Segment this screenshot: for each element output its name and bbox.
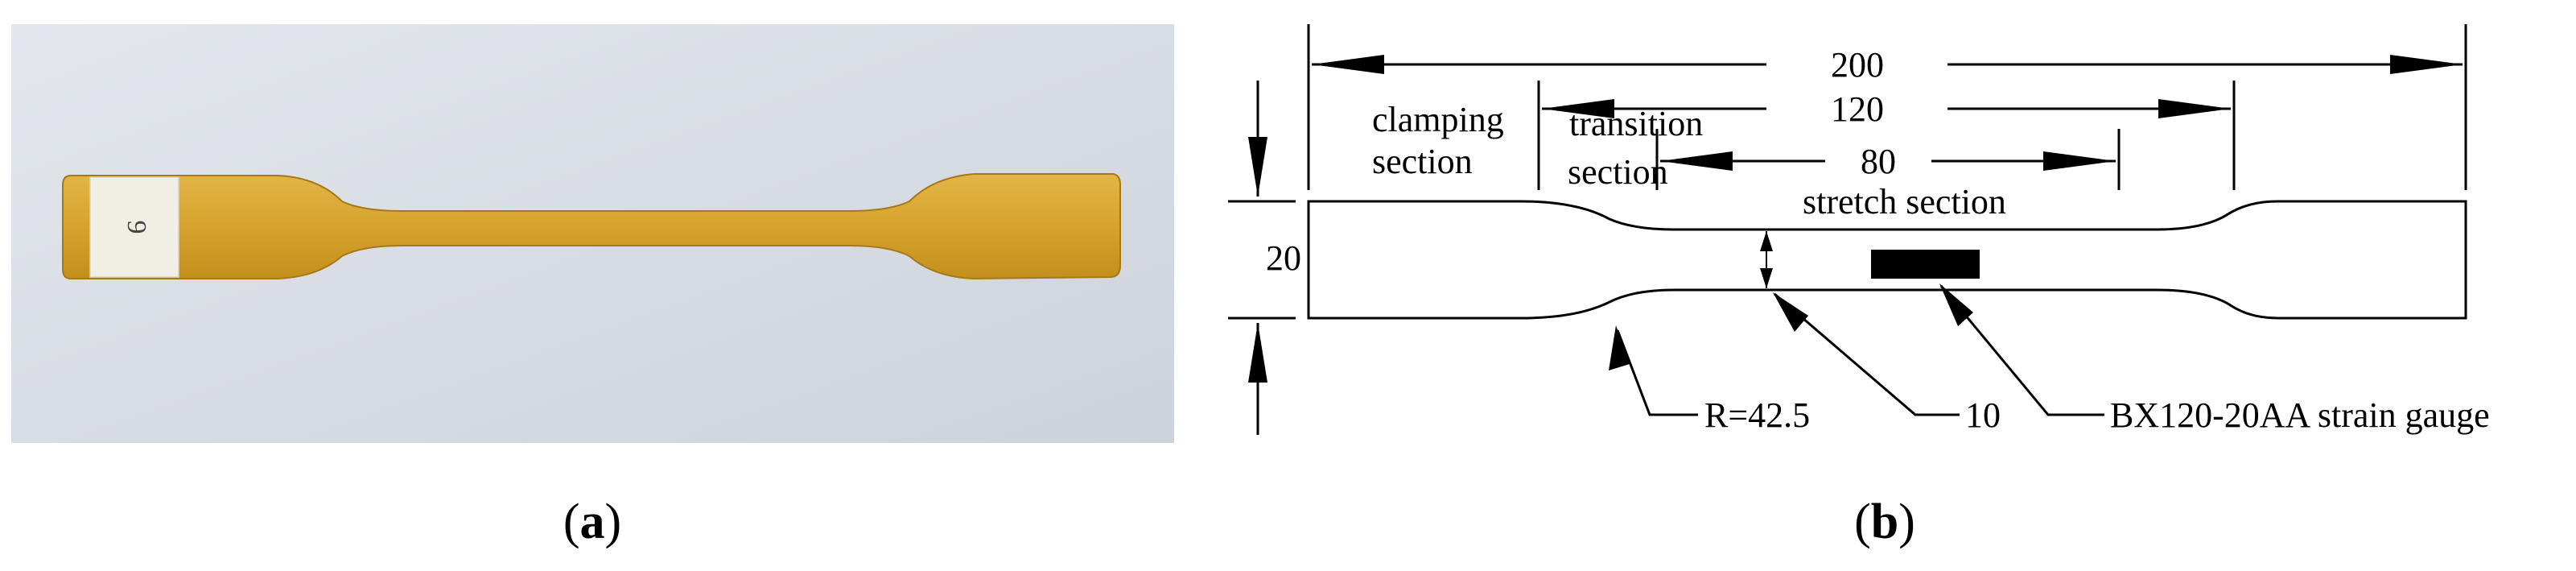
specimen-outline — [1307, 200, 2467, 320]
specimen-tag-number: 9 — [122, 221, 151, 234]
label-clamping-1: clamping — [1372, 100, 1504, 139]
label-clamping-2: section — [1372, 142, 1473, 181]
dim-label-80: 80 — [1861, 142, 1896, 181]
label-transition-2: section — [1568, 152, 1668, 192]
caption-b-letter: b — [1871, 494, 1898, 549]
caption-a: (a) — [563, 494, 621, 549]
panel-b — [1228, 24, 2467, 435]
dim-label-200: 200 — [1831, 45, 1884, 85]
leader-gauge — [1939, 285, 2104, 416]
caption-a-letter: a — [580, 494, 605, 549]
panel-a: 9 — [11, 24, 1174, 443]
label-stretch: stretch section — [1803, 182, 2006, 221]
label-strain-gauge: BX120-20AA strain gauge — [2110, 395, 2490, 435]
specimen-body — [62, 173, 1121, 280]
label-transition-1: transition — [1569, 104, 1703, 143]
arrowheads — [1248, 55, 2463, 383]
dim-label-120: 120 — [1831, 89, 1884, 129]
label-radius: R=42.5 — [1704, 395, 1810, 435]
strain-gauge — [1871, 250, 1980, 279]
leader-radius — [1616, 329, 1698, 416]
caption-b: (b) — [1854, 494, 1915, 549]
dim-label-20: 20 — [1266, 238, 1301, 278]
specimen-tag — [89, 176, 179, 278]
leader-neck — [1774, 292, 1960, 416]
label-neck-width: 10 — [1965, 395, 2001, 435]
